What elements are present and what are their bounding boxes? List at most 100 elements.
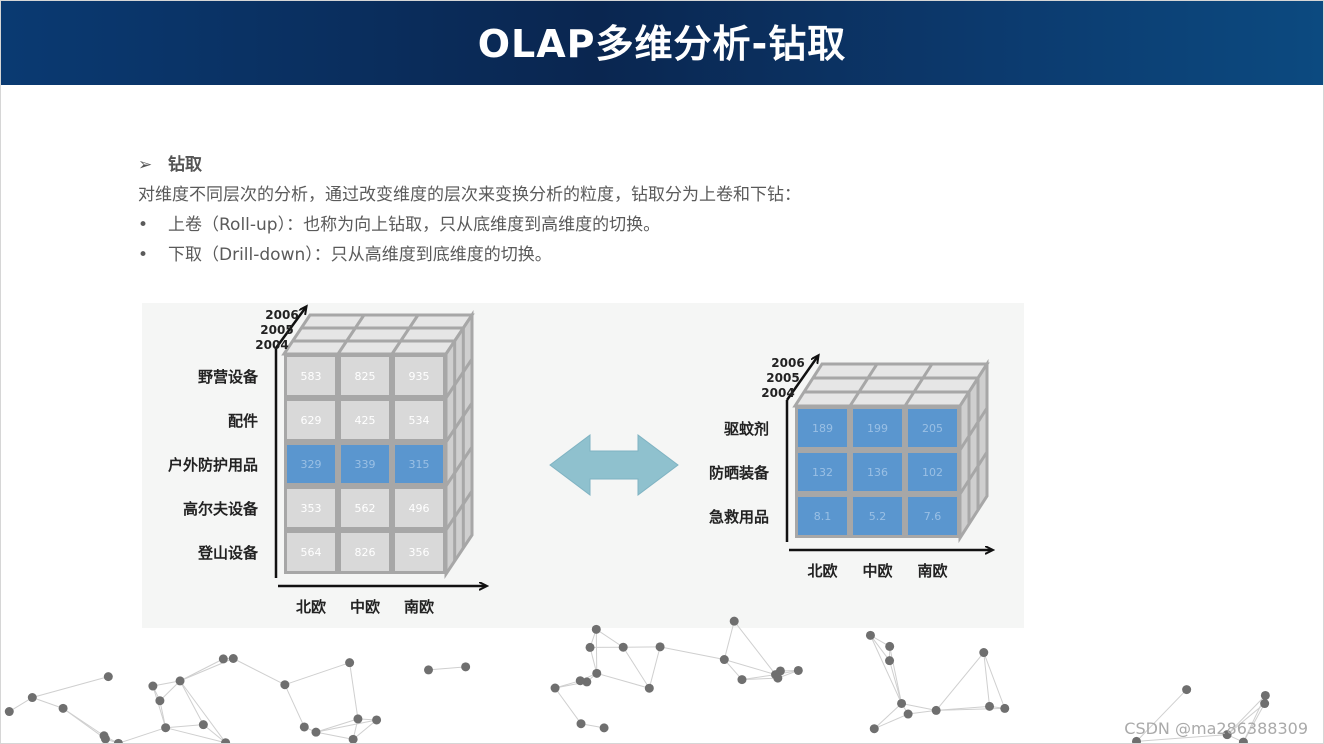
left-cube-cell [395, 357, 443, 395]
left-cube-row-label: 登山设备 [197, 544, 259, 562]
left-cube-cell-value: 425 [355, 414, 376, 427]
left-cube-top-divider [390, 314, 420, 355]
right-cube-cell-value: 199 [867, 422, 888, 435]
left-cube-top-divider [336, 314, 366, 355]
network-node [591, 624, 601, 634]
left-cube-cell-value: 826 [355, 546, 376, 559]
left-cube-cell-value: 329 [301, 458, 322, 471]
right-cube-year-label: 2006 [771, 356, 804, 370]
text-content: ➢钻取 对维度不同层次的分析，通过改变维度的层次来变换分析的粒度，钻取分为上卷和… [138, 150, 1038, 270]
network-edge [873, 703, 902, 730]
network-node [592, 668, 602, 678]
network-node [585, 642, 595, 652]
network-decoration [4, 616, 1270, 744]
network-node [793, 665, 803, 675]
left-cube-cell [287, 445, 335, 483]
left-cube-cell [341, 533, 389, 571]
network-node [1238, 737, 1248, 744]
bullet-item: •上卷（Roll-up）：也称为向上钻取，只从底维度到高维度的切换。 [138, 210, 1038, 240]
left-cube-side-divider [444, 490, 474, 531]
network-node [773, 673, 783, 683]
right-cube-cell-value: 189 [812, 422, 833, 435]
network-edge [724, 659, 776, 676]
left-cube-cell-value: 629 [301, 414, 322, 427]
right-cube-cell [853, 453, 902, 491]
left-cube-row-label: 高尔夫设备 [183, 500, 259, 518]
left-cube-year-label: 2005 [260, 323, 293, 337]
network-node [1260, 699, 1270, 709]
watermark: CSDN @ma286388309 [1124, 719, 1308, 738]
right-cube-cell-value: 205 [922, 422, 943, 435]
network-edge [908, 709, 937, 715]
network-node [155, 696, 165, 706]
right-cube-side-divider [958, 451, 989, 495]
network-node [148, 681, 158, 691]
bullet-dot-icon: • [138, 215, 149, 235]
network-edge [983, 652, 1006, 709]
right-cube-side-divider [958, 407, 989, 451]
left-cube-row-label: 配件 [228, 412, 258, 430]
title-bar: OLAP多维分析-钻取 [0, 0, 1324, 85]
right-cube-cell-value: 7.6 [924, 510, 942, 523]
network-node [311, 727, 321, 737]
right-cube-cell-value: 5.2 [869, 510, 887, 523]
right-cube-cell [853, 409, 902, 447]
right-cube-column-label: 中欧 [862, 562, 892, 580]
right-cube-cell [798, 497, 847, 535]
left-cube-cell [395, 489, 443, 527]
network-edge [1136, 734, 1228, 742]
left-cube-cell [287, 533, 335, 571]
network-node [979, 648, 989, 658]
network-edge [1226, 703, 1265, 736]
network-edge [723, 621, 735, 660]
network-node [865, 630, 875, 640]
right-cube-depth-axis-arrow [785, 356, 818, 401]
network-node [198, 720, 208, 730]
left-cube-cell-value: 353 [301, 502, 322, 515]
network-node [655, 642, 665, 652]
left-cube-top-face [281, 313, 475, 356]
left-cube-cell [395, 533, 443, 571]
left-cube-cell-value: 496 [409, 502, 430, 515]
network-edge [315, 731, 354, 740]
network-node [461, 662, 471, 672]
left-cube-side-face [444, 310, 474, 579]
network-node [353, 714, 363, 724]
left-cube-depth-axis-arrow [274, 307, 306, 349]
network-edge [32, 697, 64, 709]
network-edge [233, 658, 286, 686]
network-edge [554, 687, 582, 725]
network-node [885, 641, 895, 651]
network-edge [284, 662, 350, 686]
network-node [1131, 736, 1141, 744]
network-edge [179, 680, 226, 744]
right-cube-cell [908, 453, 957, 491]
left-cube-cell [341, 445, 389, 483]
network-node [1260, 690, 1270, 700]
network-edge [596, 628, 624, 648]
section-heading: ➢钻取 [138, 150, 1038, 180]
network-edge [936, 705, 990, 711]
network-node [348, 734, 358, 744]
network-edge [159, 700, 167, 728]
network-edge [622, 646, 650, 689]
network-node [299, 722, 309, 732]
network-node [161, 723, 171, 733]
left-cube-cell [287, 357, 335, 395]
network-edge [118, 727, 166, 744]
section-heading-text: 钻取 [168, 155, 202, 175]
right-cube-cell [853, 497, 902, 535]
left-cube-cell-value: 315 [409, 458, 430, 471]
left-cube-year-label: 2006 [265, 308, 298, 322]
network-edge [349, 662, 359, 719]
network-node [644, 683, 654, 693]
right-cube-column-label: 北欧 [807, 562, 837, 580]
left-cube-row-label: 户外防护用品 [168, 456, 258, 474]
network-node [729, 616, 739, 626]
network-edge [1226, 695, 1266, 736]
network-node [869, 724, 879, 734]
right-cube-year-label: 2004 [761, 386, 794, 400]
network-edge [733, 620, 776, 675]
network-edge [741, 677, 778, 681]
